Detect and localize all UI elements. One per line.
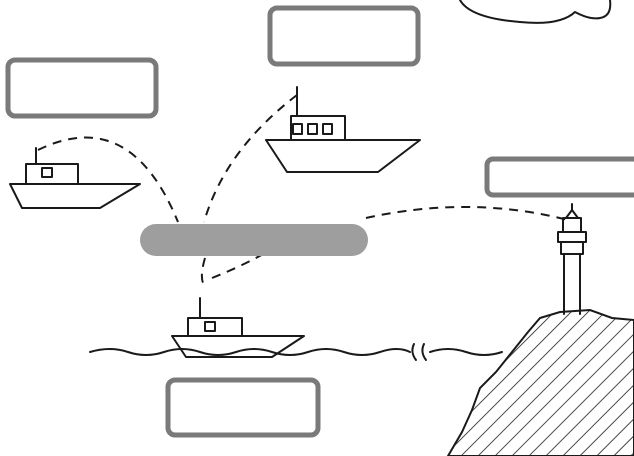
link-ship-top-to-hub [204,95,297,222]
link-ship-left-to-hub [38,138,178,223]
hub-bar [140,224,368,256]
ship-top-icon [266,87,420,172]
label-box-lighthouse [487,159,634,195]
label-box-ship-top-left [8,60,156,116]
ship-bottom-icon [172,298,304,357]
label-box-ship-bottom [168,380,318,435]
lighthouse-icon [558,204,586,314]
cloud-fragment [460,0,610,23]
label-box-ship-top-center [270,8,418,64]
cliff-icon [448,310,634,456]
sea-waves [90,344,502,360]
link-lighthouse-to-hub [366,207,568,220]
ship-left-icon [10,148,140,208]
